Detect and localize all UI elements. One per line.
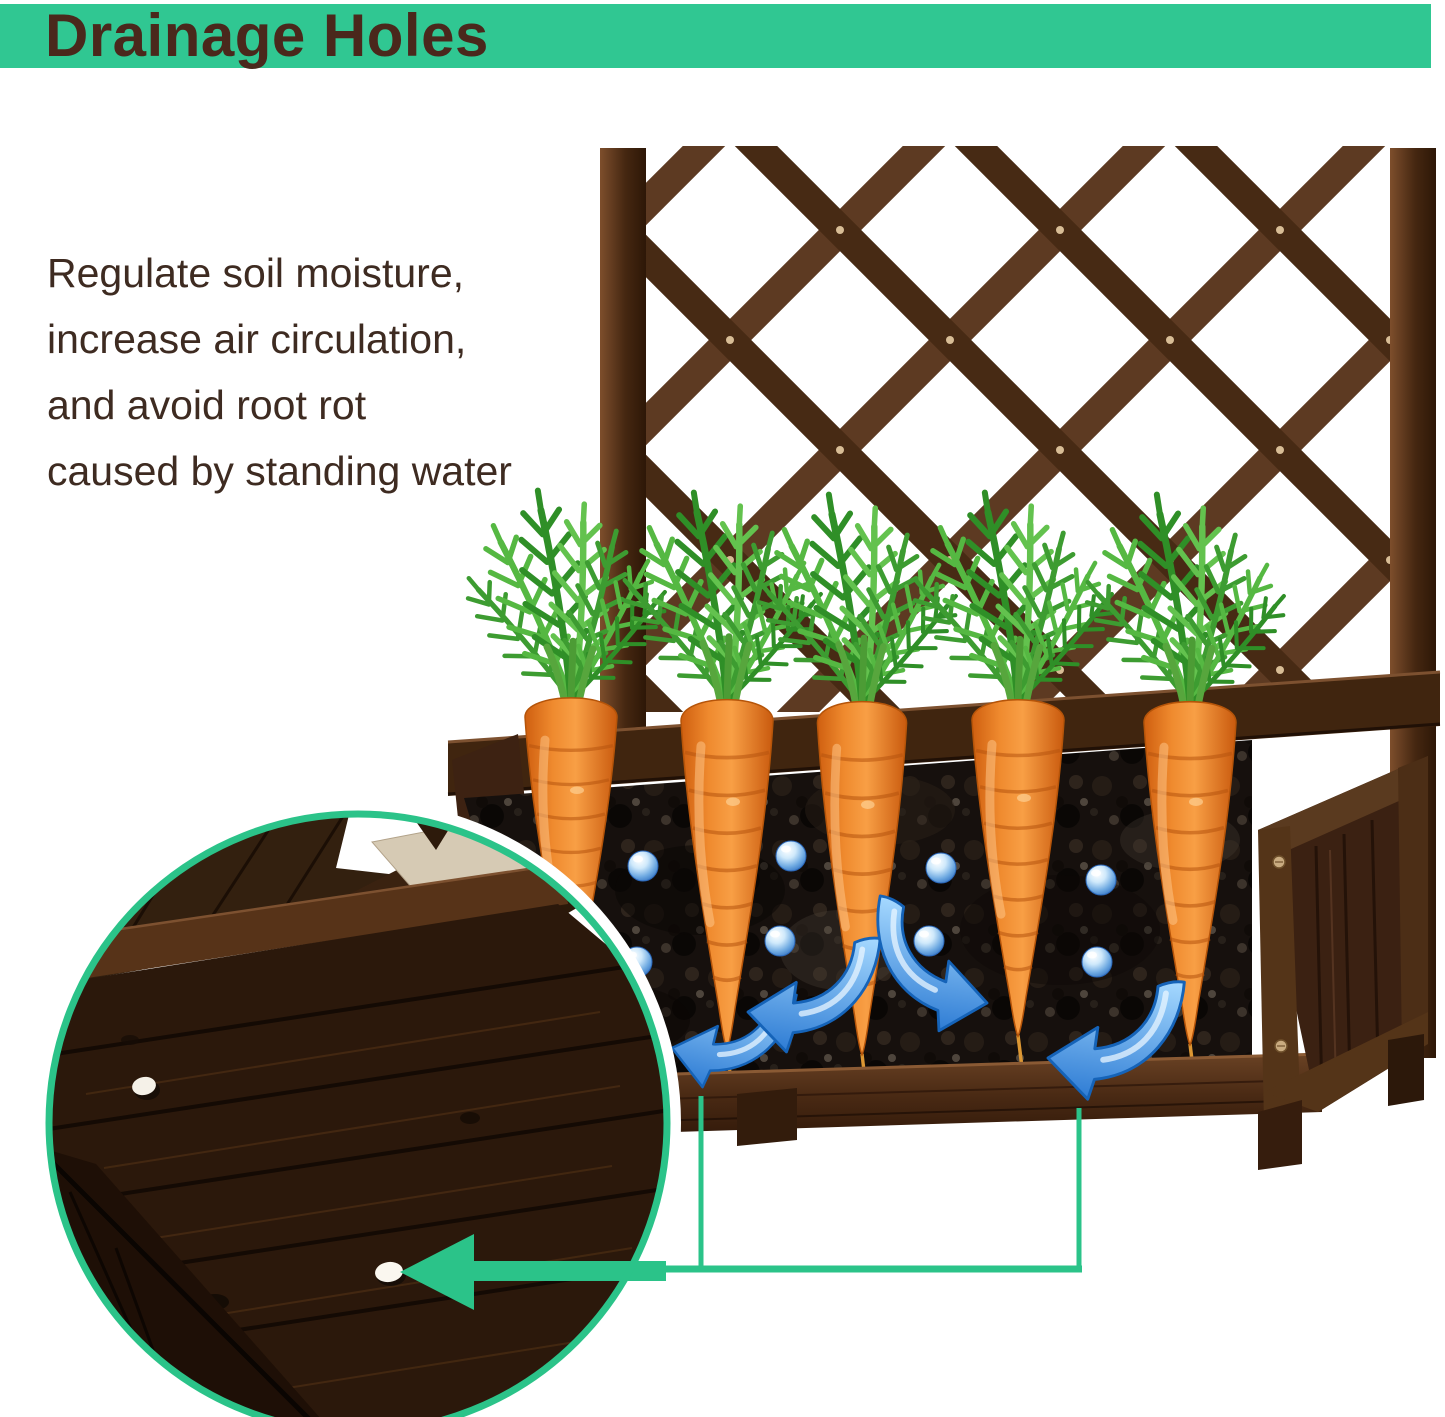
description-line: Regulate soil moisture, xyxy=(47,250,465,296)
center-foot xyxy=(737,1088,797,1146)
right-side-panel xyxy=(1258,756,1428,1124)
magnifier-outer-ring xyxy=(35,800,681,1417)
water-droplet-icon xyxy=(1085,864,1117,896)
description-line: and avoid root rot xyxy=(47,382,367,428)
water-droplet-icon xyxy=(925,852,957,884)
front-right-leg xyxy=(1258,1100,1302,1170)
rear-right-leg xyxy=(1388,1034,1424,1106)
water-droplet-icon xyxy=(1081,946,1113,978)
water-droplet-icon xyxy=(627,850,659,882)
description-line: caused by standing water xyxy=(47,448,512,494)
feature-description: Regulate soil moisture, increase air cir… xyxy=(47,240,567,504)
header-banner: Drainage Holes xyxy=(0,4,1431,68)
drainage-hole xyxy=(132,1076,156,1096)
page-title: Drainage Holes xyxy=(45,2,489,69)
panel-screws xyxy=(1272,855,1288,1053)
magnifier-teal-ring xyxy=(45,810,671,1417)
description-line: increase air circulation, xyxy=(47,316,467,362)
water-droplet-icon xyxy=(913,925,945,957)
trellis-post-left xyxy=(600,148,646,768)
drainage-hole xyxy=(375,1261,403,1283)
water-droplet-icon xyxy=(764,925,796,957)
pointer-arrow-icon xyxy=(400,1234,666,1310)
water-droplet-icon xyxy=(775,840,807,872)
connector-lines xyxy=(632,1096,1082,1273)
